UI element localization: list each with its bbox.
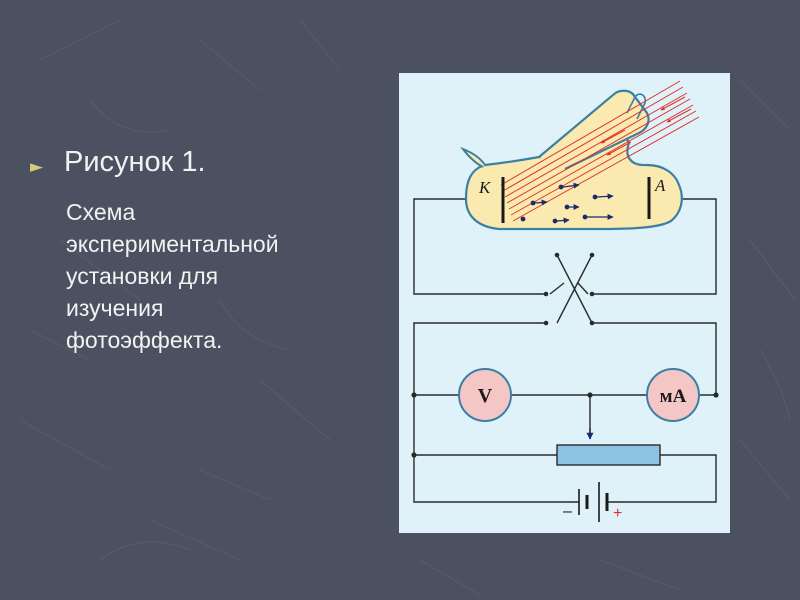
battery-icon — [573, 482, 619, 522]
anode-label: A — [654, 176, 666, 195]
electrons — [520, 182, 614, 224]
caption-line: изучения — [66, 295, 164, 321]
cathode-label: K — [478, 178, 492, 197]
circuit-diagram: K A V мА — [399, 73, 730, 533]
battery-plus-label: + — [613, 505, 622, 522]
voltmeter-label: V — [478, 385, 493, 407]
junction-dots — [411, 252, 719, 458]
rheostat — [556, 444, 661, 466]
photoelectric-setup-figure: K A V мА — [399, 73, 730, 533]
caption-line: установки для — [66, 263, 219, 289]
voltmeter: V — [458, 368, 512, 422]
caption-line: фотоэффекта. — [66, 327, 223, 353]
milliammeter-label: мА — [660, 386, 687, 407]
battery-minus-label: – — [563, 503, 572, 520]
slide-caption: Схема экспериментальной установки для из… — [66, 196, 326, 356]
light-beam — [500, 80, 700, 222]
milliammeter: мА — [646, 368, 700, 422]
caption-line: Схема — [66, 199, 136, 225]
slide-title: Рисунок 1. — [64, 146, 206, 178]
caption-line: экспериментальной — [66, 231, 279, 257]
triangle-bullet-icon: ► — [30, 157, 44, 177]
